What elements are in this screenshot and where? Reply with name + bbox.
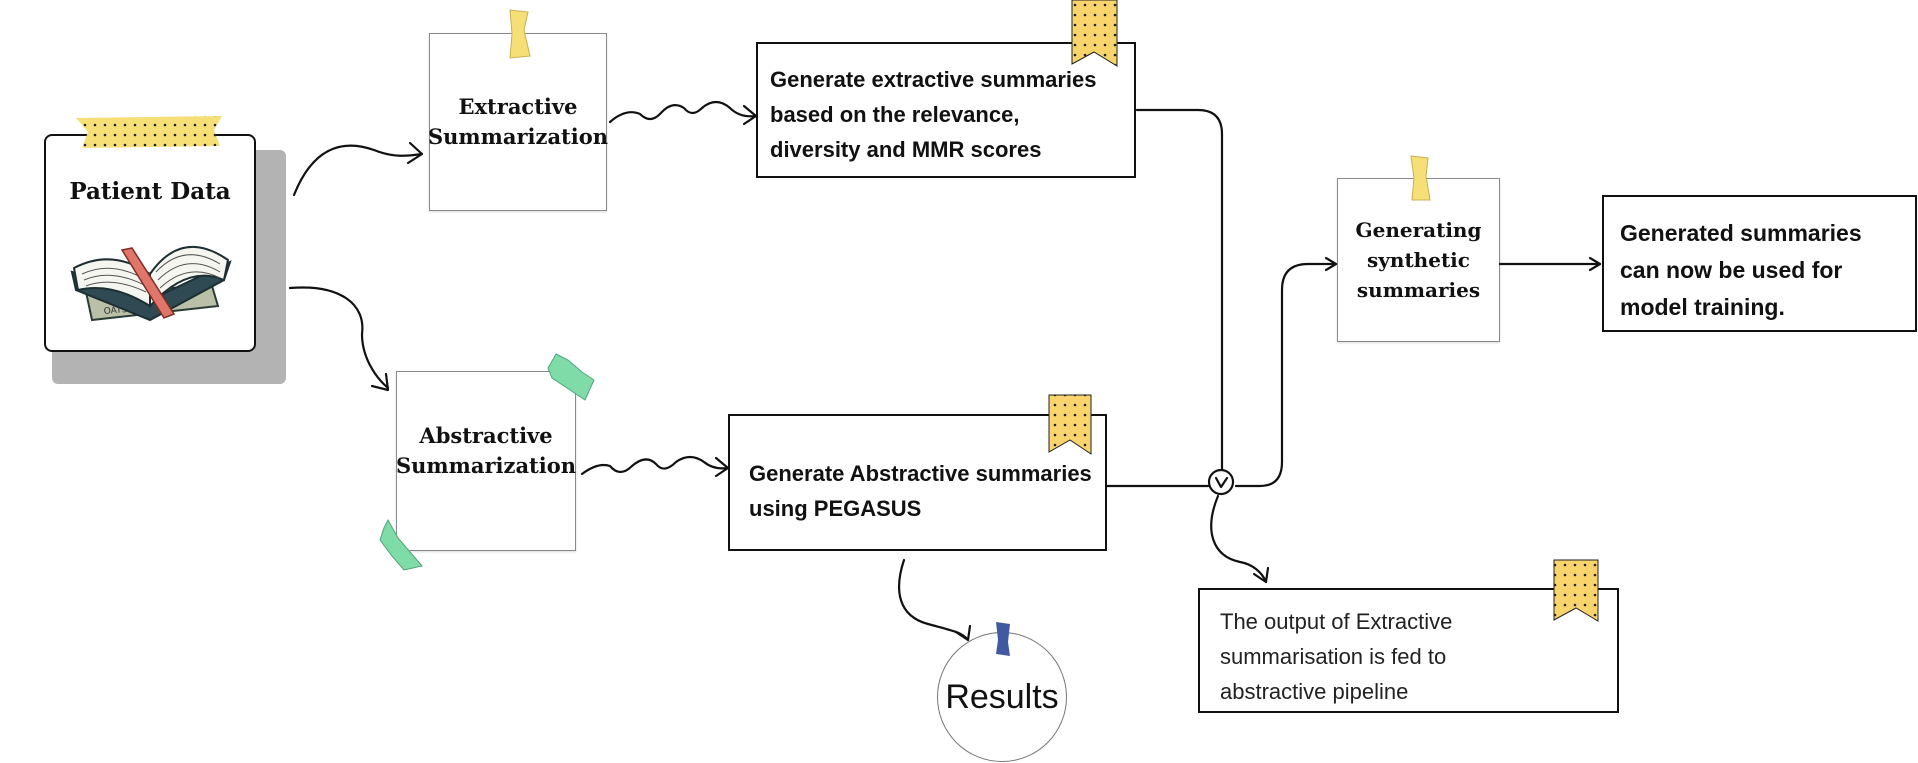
generate-abstractive-box: Generate Abstractive summaries using PEG… xyxy=(728,414,1107,551)
abstractive-tape-top xyxy=(547,353,595,401)
generating-synthetic-note: Generating synthetic summaries xyxy=(1337,178,1500,342)
junction-circle xyxy=(1207,468,1235,496)
arrowhead-abstractive-to-generate xyxy=(714,456,730,478)
book-icon: OATS & MILK xyxy=(70,246,232,322)
results-label: Results xyxy=(945,677,1059,716)
generated-summaries-box: Generated summaries can now be used for … xyxy=(1602,195,1917,332)
arrow-junction-to-synthetic xyxy=(1234,262,1338,488)
patient-data-title: Patient Data xyxy=(69,178,231,205)
abstractive-tape-bottom xyxy=(379,518,423,571)
generated-summaries-text: Generated summaries can now be used for … xyxy=(1620,220,1862,320)
generate-extractive-text: Generate extractive summaries based on t… xyxy=(770,67,1097,163)
bookmark-output-note xyxy=(1553,559,1599,622)
arrowhead-abstractive-to-results xyxy=(954,624,972,642)
arrowhead-extractive-to-generate xyxy=(742,104,758,126)
arrowhead-patient-to-abstractive xyxy=(370,372,390,392)
output-note-text: The output of Extractive summarisation i… xyxy=(1220,609,1453,705)
patient-data-card: Patient Data OATS & MILK xyxy=(44,134,256,352)
arrow-abstractive-to-generate xyxy=(580,455,730,476)
arrow-abstractive-to-results xyxy=(898,558,970,642)
abstractive-summarization-title: Abstractive Summarization xyxy=(396,422,577,478)
extractive-tape xyxy=(509,9,531,59)
arrowhead-patient-to-extractive xyxy=(406,141,424,165)
arrowhead-junction-to-synthetic xyxy=(1324,256,1338,272)
extractive-summarization-title: Extractive Summarization xyxy=(428,93,609,149)
line-extractive-to-junction xyxy=(1135,108,1224,472)
arrowhead-junction-to-note xyxy=(1252,566,1270,584)
arrow-patient-to-extractive xyxy=(292,144,424,197)
arrowhead-junction xyxy=(1214,476,1229,489)
arrow-junction-to-note xyxy=(1210,494,1268,584)
arrowhead-synthetic-to-generated xyxy=(1588,256,1602,272)
arrow-extractive-to-generate xyxy=(608,100,758,124)
patient-tape xyxy=(76,116,222,148)
generate-extractive-box: Generate extractive summaries based on t… xyxy=(756,42,1136,178)
output-note-box: The output of Extractive summarisation i… xyxy=(1198,588,1619,713)
results-tape xyxy=(996,622,1010,656)
bookmark-extractive-box xyxy=(1071,0,1118,67)
results-circle: Results xyxy=(937,632,1067,762)
synthetic-tape xyxy=(1410,155,1431,201)
generating-synthetic-title: Generating synthetic summaries xyxy=(1355,218,1482,302)
arrow-patient-to-abstractive xyxy=(288,286,390,390)
bookmark-abstractive-box xyxy=(1048,394,1092,455)
abstractive-summarization-note: Abstractive Summarization xyxy=(396,371,576,551)
extractive-summarization-note: Extractive Summarization xyxy=(428,33,609,211)
generate-abstractive-text: Generate Abstractive summaries using PEG… xyxy=(749,461,1092,522)
